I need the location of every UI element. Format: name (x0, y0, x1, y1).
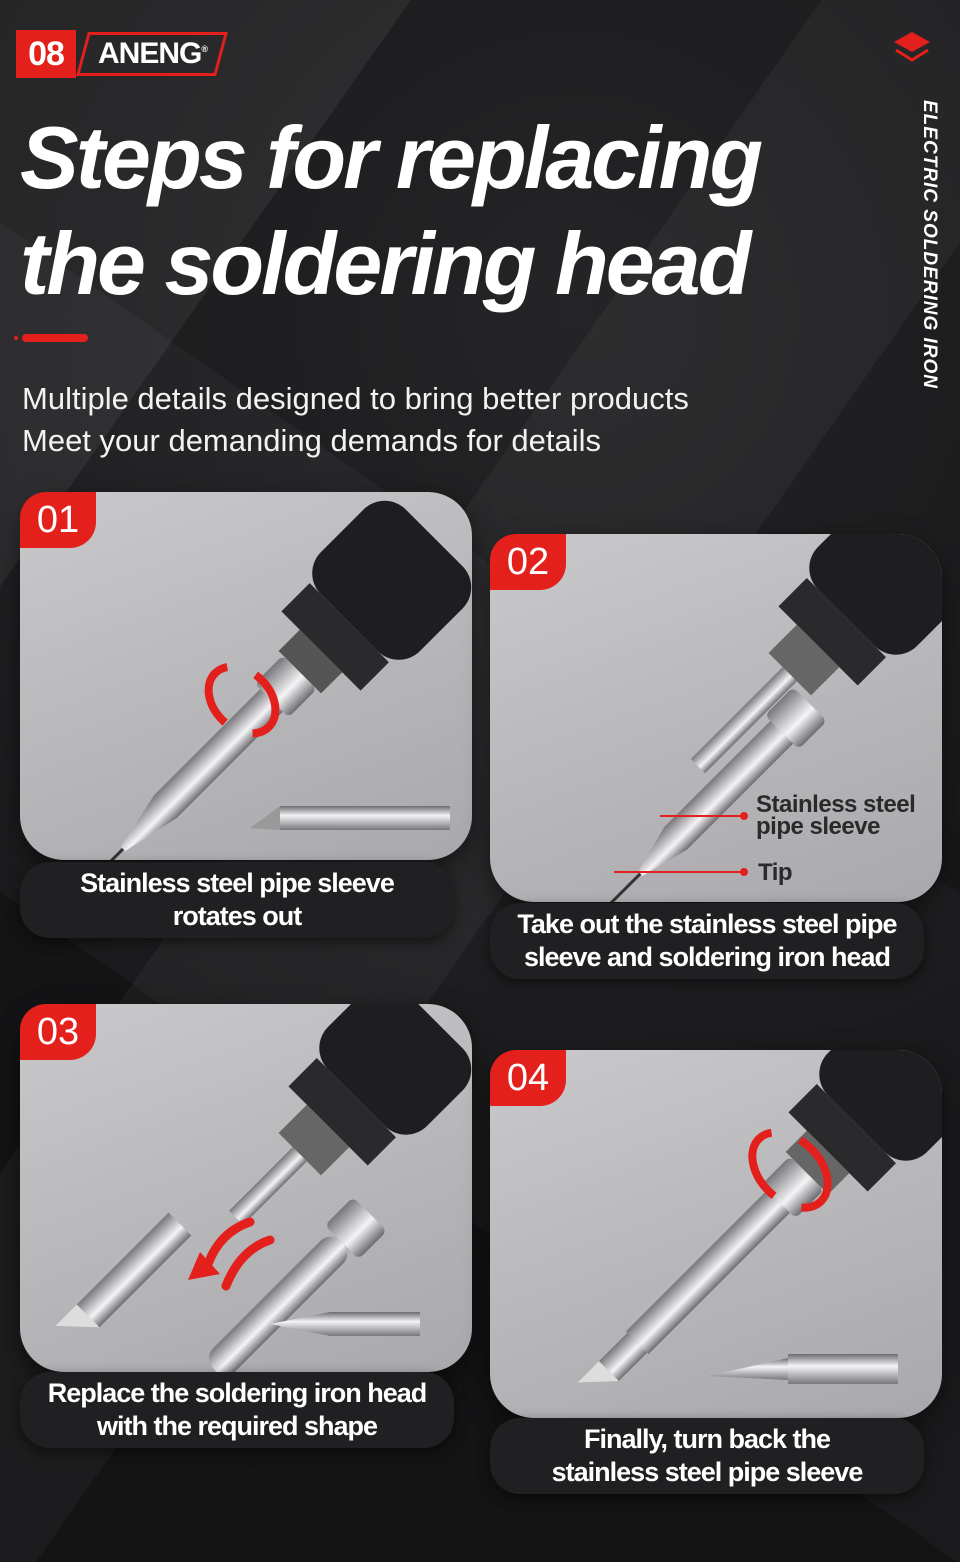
step-1-badge: 01 (20, 492, 96, 548)
title-underline (14, 334, 88, 342)
soldering-iron-illustration (83, 500, 472, 860)
step-4-caption: Finally, turn back the stainless steel p… (490, 1418, 924, 1494)
registered-mark: ® (200, 44, 207, 54)
step-2-image (490, 534, 942, 902)
brand-name: ANENG (97, 37, 201, 70)
subtitle-line-1: Multiple details designed to bring bette… (22, 381, 689, 416)
step-3-caption: Replace the soldering iron head with the… (20, 1372, 454, 1448)
soldering-iron-illustration (55, 1004, 472, 1372)
subtitle-line-2: Meet your demanding demands for details (22, 423, 601, 458)
brand-logo: ANENG® (76, 32, 228, 76)
step-1-image (20, 492, 472, 860)
step-4-badge: 04 (490, 1050, 566, 1106)
page-number-badge: 08 (16, 30, 76, 78)
header: 08 ANENG® (16, 30, 228, 78)
page-title: Steps for replacing the soldering head (20, 108, 763, 313)
step-4-image (490, 1050, 942, 1418)
tip-label: Tip (758, 859, 793, 886)
step-2-caption: Take out the stainless steel pipe sleeve… (490, 903, 924, 979)
layers-icon (894, 32, 930, 62)
step-2-badge: 02 (490, 534, 566, 590)
subtitle: Multiple details designed to bring bette… (22, 378, 689, 462)
vertical-title: ELECTRIC SOLDERING IRON (919, 100, 940, 390)
soldering-iron-illustration (603, 534, 942, 902)
step-3-image (20, 1004, 472, 1372)
soldering-iron-illustration (577, 1050, 942, 1384)
step-3-badge: 03 (20, 1004, 96, 1060)
sleeve-label: Stainless steel pipe sleeve (756, 791, 916, 840)
step-1-caption: Stainless steel pipe sleeve rotates out (20, 862, 454, 938)
